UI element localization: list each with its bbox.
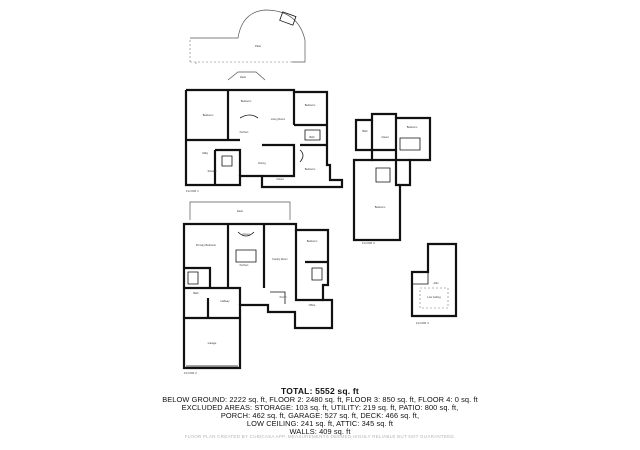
floor4-attic-label: Attic bbox=[433, 281, 439, 285]
floor4-low-ceiling-label: Low Ceiling bbox=[427, 295, 441, 299]
floor3-bath-label: Bath bbox=[362, 129, 368, 133]
garage-walls bbox=[182, 318, 242, 370]
floor-2-plan: Deck Primary Bedroom Closet Kitchen Fami… bbox=[182, 201, 334, 375]
floor1-bedroom-label-2: Bedroom bbox=[241, 99, 252, 103]
floor2-garage-label: Garage bbox=[208, 341, 217, 345]
floor1-closet-label: Closet bbox=[276, 177, 284, 181]
floor3-bedroom-label-2: Bedroom bbox=[375, 205, 386, 209]
floor-3-outer-walls bbox=[352, 112, 432, 242]
floor2-hallway-label: Hallway bbox=[220, 299, 230, 303]
floor1-bath-label: Bath bbox=[309, 135, 315, 139]
floor1-utility-label: Utility bbox=[202, 151, 209, 155]
floor3-bedroom-label-1: Bedroom bbox=[407, 125, 418, 129]
floor2-kitchen-label: Kitchen bbox=[240, 263, 249, 267]
floor-4-label: FLOOR 4 bbox=[416, 321, 429, 325]
floor2-closet-label: Closet bbox=[242, 232, 250, 236]
floor1-storage-label: Storage bbox=[207, 169, 217, 173]
floor-4-plan: Attic Low Ceiling FLOOR 4 bbox=[410, 242, 458, 325]
floor-3-label: FLOOR 3 bbox=[362, 241, 375, 245]
floor-2-label: FLOOR 2 bbox=[184, 371, 197, 375]
area-breakdown-line-3: PORCH: 462 sq. ft, GARAGE: 527 sq. ft, D… bbox=[220, 411, 420, 420]
floor-1-plan: Patio Deck Bedroom Bedroom Living Room B… bbox=[184, 9, 344, 193]
deck-outline-2 bbox=[189, 201, 291, 220]
floor1-kitchen-label: Kitchen bbox=[240, 130, 249, 134]
floor2-porch-label: Porch bbox=[280, 295, 287, 299]
floor-1-outer-walls bbox=[184, 88, 344, 189]
floor2-office-label: Office bbox=[309, 303, 316, 307]
floor3-closet-label: Closet bbox=[381, 135, 389, 139]
deck-label-2: Deck bbox=[237, 209, 244, 213]
area-breakdown-line-5: WALLS: 409 sq. ft bbox=[289, 427, 351, 436]
floor-4-outer-walls bbox=[410, 242, 458, 318]
disclaimer: FLOOR PLAN CREATED BY CUBICASA APP. MEAS… bbox=[184, 434, 456, 439]
floor1-dining-label: Dining bbox=[258, 161, 266, 165]
floor-2-outer-walls bbox=[182, 222, 334, 330]
floor2-bedroom-label: Bedroom bbox=[307, 239, 318, 243]
floor1-bedroom-label-4: Bedroom bbox=[305, 167, 316, 171]
deck-label-1: Deck bbox=[240, 75, 247, 79]
floor1-living-label: Living Room bbox=[271, 117, 285, 121]
floor-3-plan: Bath Bedroom Bedroom Closet FLOOR 3 bbox=[352, 112, 432, 245]
patio-outline bbox=[190, 9, 306, 63]
patio-label: Patio bbox=[255, 44, 261, 48]
area-breakdown-line-1: BELOW GROUND: 2222 sq. ft, FLOOR 2: 2480… bbox=[162, 395, 478, 404]
floor2-bath-label: Bath bbox=[193, 291, 199, 295]
deck-outline-1 bbox=[227, 71, 266, 81]
area-breakdown-line-4: LOW CEILING: 241 sq. ft, ATTIC: 345 sq. … bbox=[246, 419, 394, 428]
floor-1-label: FLOOR 1 bbox=[186, 189, 199, 193]
area-breakdown-line-2: EXCLUDED AREAS: STORAGE: 103 sq. ft, UTI… bbox=[181, 403, 459, 412]
floor1-bedroom-label-1: Bedroom bbox=[203, 113, 214, 117]
floor2-primary-label: Primary Bedroom bbox=[196, 243, 216, 247]
total-area: TOTAL: 5552 sq. ft bbox=[281, 386, 359, 396]
floor2-family-label: Family Room bbox=[272, 257, 287, 261]
floor1-bedroom-label-3: Bedroom bbox=[305, 103, 316, 107]
